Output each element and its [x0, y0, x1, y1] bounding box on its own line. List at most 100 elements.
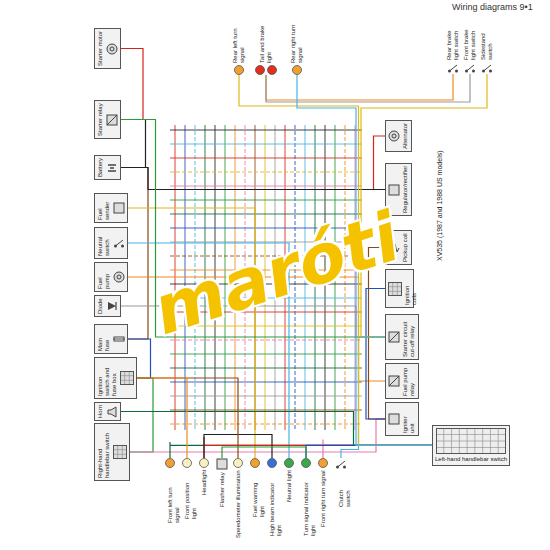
switch-box: Ignition switch and fuse box: [94, 357, 137, 399]
bulb-symbol: [182, 458, 192, 468]
lamp: Front position light: [182, 458, 192, 519]
horn-symbol: [106, 406, 118, 418]
bulb-symbol: [250, 458, 260, 468]
lamp: Neutral light: [284, 458, 294, 502]
component-label: Regulator/rectifier: [402, 166, 409, 213]
component-label: Rear right turn signal: [290, 18, 304, 63]
wire: [374, 136, 386, 190]
switch-symbol: [447, 62, 459, 74]
component-label: Left-hand handlebar switch: [435, 456, 507, 463]
bulb-symbol: [318, 458, 328, 468]
rect-symbol: [216, 458, 228, 470]
alternator-box: Alternator: [385, 120, 412, 152]
wire: [170, 442, 432, 458]
lamp: Tail and brake light: [255, 18, 277, 75]
fuse-symbol: [113, 333, 125, 345]
hgrid-symbol: [436, 428, 506, 454]
wire: [137, 378, 187, 458]
grid-symbol: [113, 445, 127, 459]
component-label: Fuel pump: [97, 265, 111, 289]
relay-box: Fuel pump relay: [385, 363, 419, 399]
lamp: Rear left turn signal: [232, 18, 246, 75]
watermark: maróti: [146, 203, 407, 346]
component-label: Front left turn signal: [167, 470, 181, 523]
component-label: Sidestand switch: [480, 18, 494, 60]
component-label: Headlight: [201, 470, 208, 495]
component-label: Starter relay: [97, 103, 104, 136]
bulb-symbol: [234, 65, 244, 75]
component-label: Horn: [97, 405, 104, 418]
component-label: Ignition coils: [404, 272, 418, 305]
wire: [366, 289, 385, 420]
model-caption: XV535 (1987 and 1988 US models): [436, 150, 444, 261]
component-label: Fuel warning light: [252, 470, 266, 517]
component-label: Clutch switch: [338, 472, 352, 507]
motor-symbol: [388, 130, 400, 142]
motor-symbol: [106, 43, 118, 55]
lamp: Speedometer illumination: [233, 458, 243, 538]
component-label: Rear left turn signal: [232, 18, 246, 63]
component-label: Neutral switch: [97, 230, 111, 256]
component-label: Fuel pump relay: [402, 366, 416, 396]
component-label: Turn signal indicator light: [303, 470, 317, 536]
rect-symbol: [113, 202, 125, 214]
battery-symbol: [106, 162, 118, 174]
relay-symbol: Flasher relay: [216, 458, 228, 507]
relay-box: Starter relay: [94, 100, 121, 139]
component-label: Tail and brake light: [259, 18, 273, 63]
component-label: Right-hand handlebar switch: [97, 426, 111, 478]
wire: [121, 49, 143, 120]
starter-motor: Starter motor: [94, 28, 121, 69]
wire: [306, 445, 432, 458]
caption-holder: XV535 (1987 and 1988 US models): [436, 150, 444, 261]
diode-symbol: [106, 300, 118, 312]
relay-symbol: [106, 114, 118, 126]
component-label: Main fuse: [97, 327, 111, 351]
component-label: Neutral light: [286, 470, 293, 502]
component-label: Front brake light switch: [463, 18, 477, 60]
component-label: Battery: [97, 158, 104, 177]
switch-symbol: [113, 237, 125, 249]
coil-box: Ignition coils: [385, 269, 414, 308]
igniter-box: Igniter unit: [385, 402, 419, 436]
lamp: Front left turn signal: [165, 458, 175, 523]
component-label: Front right turn signal: [320, 470, 327, 527]
component-label: Starter circuit cut-off relay: [402, 317, 416, 357]
bulb-symbol: [292, 65, 302, 75]
wire: [323, 440, 432, 459]
grid-symbol: [388, 282, 402, 296]
switch-box: Right-hand handlebar switch: [94, 423, 130, 481]
relay-box: Starter circuit cut-off relay: [385, 314, 419, 360]
wire: [341, 337, 385, 458]
pump-symbol: Fuel pump: [94, 262, 128, 292]
switch-symbol: Clutch switch: [335, 458, 347, 507]
page-heading: Wiring diagrams 9•1: [452, 3, 533, 13]
wire: [121, 168, 385, 190]
component-label: Fuel sender: [97, 196, 111, 220]
switch-box: Left-hand handlebar switch: [432, 425, 510, 466]
component-label: Alternator: [402, 123, 409, 149]
bulb-symbol: [199, 458, 209, 468]
motor-symbol: [113, 271, 125, 283]
bulb-symbol: [301, 458, 311, 468]
switch-symbol: Front brake light switch: [463, 18, 477, 74]
bulb-symbol: [233, 458, 243, 468]
switch-symbol: [335, 458, 347, 470]
regulator-box: Regulator/rectifier: [385, 163, 412, 216]
component-label: Speedometer illumination: [235, 470, 242, 538]
rect-symbol: [388, 184, 400, 196]
component-label: Igniter unit: [402, 405, 416, 433]
wire: [222, 447, 306, 458]
switch-symbol: Rear brake light switch: [446, 18, 460, 74]
switch-symbol: [464, 62, 476, 74]
lamp: Fuel warning light: [250, 458, 260, 517]
bulb2-symbol: [255, 65, 277, 75]
component-label: Ignition switch and fuse box: [97, 360, 118, 396]
rect-symbol: [388, 413, 400, 425]
bulb-symbol: [284, 458, 294, 468]
switch-box: Neutral switch: [94, 227, 128, 259]
wire: [137, 378, 238, 458]
horn-symbol: Horn: [94, 402, 121, 421]
wire: [121, 120, 146, 168]
component-label: Front position light: [184, 470, 198, 519]
